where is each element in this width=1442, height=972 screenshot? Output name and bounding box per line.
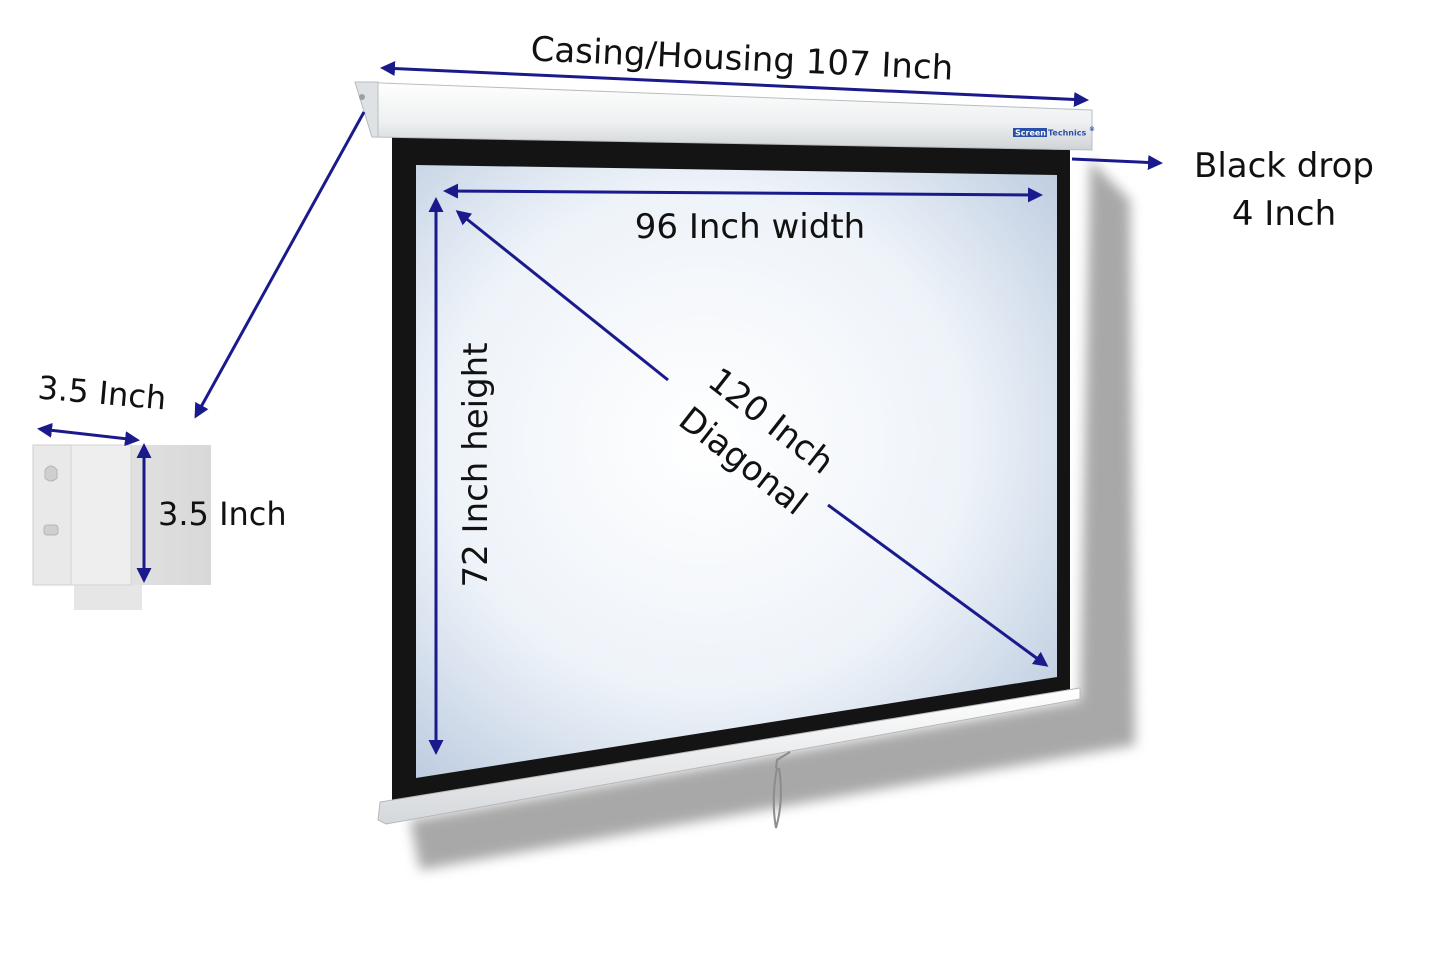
diagonal-arrow-upper (455, 210, 669, 382)
width-arrow (443, 183, 1043, 203)
brand-mark: ® (1089, 126, 1095, 133)
dimension-arrows (37, 61, 1163, 755)
bottom-bar (377, 687, 1081, 825)
projection-surface (416, 165, 1057, 778)
pull-cord (772, 751, 791, 829)
diagonal-arrow-lower (827, 503, 1049, 667)
black-drop-arrow (1071, 154, 1163, 170)
casing-label: Casing/Housing 107 Inch (530, 29, 954, 88)
height-label: 72 Inch height (456, 342, 496, 587)
black-drop-label-line1: Black drop (1194, 146, 1374, 186)
bracket-width-label: 3.5 Inch (36, 368, 167, 417)
mounting-bracket (32, 444, 211, 610)
brand-name-part2: Technics (1048, 129, 1086, 138)
brand-logo: Screen Technics ® (1013, 126, 1095, 138)
brand-name-part1: Screen (1015, 129, 1046, 138)
casing-arrow (380, 61, 1089, 107)
black-drop-label-line2: 4 Inch (1232, 194, 1336, 234)
width-label: 96 Inch width (635, 207, 865, 247)
bracket-leader-arrow (194, 111, 366, 419)
bracket-width-arrow (37, 422, 140, 447)
bracket-height-label: 3.5 Inch (158, 495, 287, 533)
